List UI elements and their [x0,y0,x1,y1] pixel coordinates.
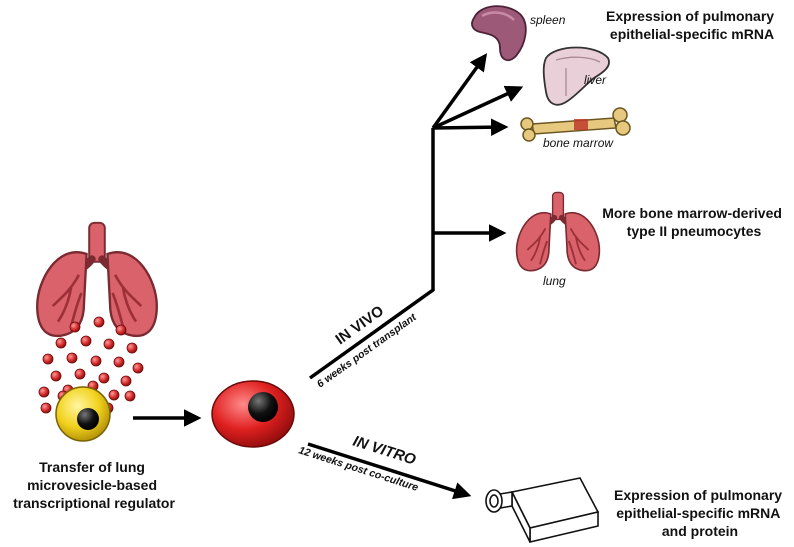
microvesicle-icon [90,355,102,367]
microvesicle-icon [113,356,125,368]
microvesicle-icon [55,337,67,349]
microvesicle-icon [66,352,78,364]
microvesicle-icon [126,342,138,354]
source-label: Transfer of lung microvesicle-based tran… [13,459,175,511]
in-vitro-arrow [307,442,472,500]
microvesicle-icon [74,368,86,380]
target-lung-icon [517,192,600,270]
result-top-label: Expression of pulmonary epithelial-speci… [606,8,778,42]
spleen-label: spleen [530,13,566,27]
microvesicle-icon [132,362,144,374]
microvesicle-icon [38,386,50,398]
spleen-icon [471,5,527,62]
bone-marrow-label: bone marrow [543,136,614,150]
bone-icon [520,107,631,142]
microvesicle-icon [80,335,92,347]
microvesicle-icon [103,338,115,350]
liver-label: liver [584,73,607,87]
microvesicle-icon [108,389,120,401]
microvesicle-icon [124,390,136,402]
microvesicle-icon [40,402,52,414]
culture-flask-icon [485,477,600,544]
microvesicle-icon [69,321,81,333]
bone-marrow-cell-icon [55,386,111,442]
in-vivo-branch [308,53,524,380]
transformed-cell-icon [211,380,295,448]
microvesicle-icon [42,353,54,365]
result-bottom-label: Expression of pulmonary epithelial-speci… [614,487,786,539]
microvesicle-icon [115,324,127,336]
microvesicle-icon [120,375,132,387]
liver-icon [542,46,610,106]
lung-label: lung [543,274,566,288]
microvesicle-icon [98,372,110,384]
microvesicle-icon [50,370,62,382]
microvesicle-icon [93,316,105,328]
result-middle-label: More bone marrow-derived type II pneumoc… [602,205,786,239]
